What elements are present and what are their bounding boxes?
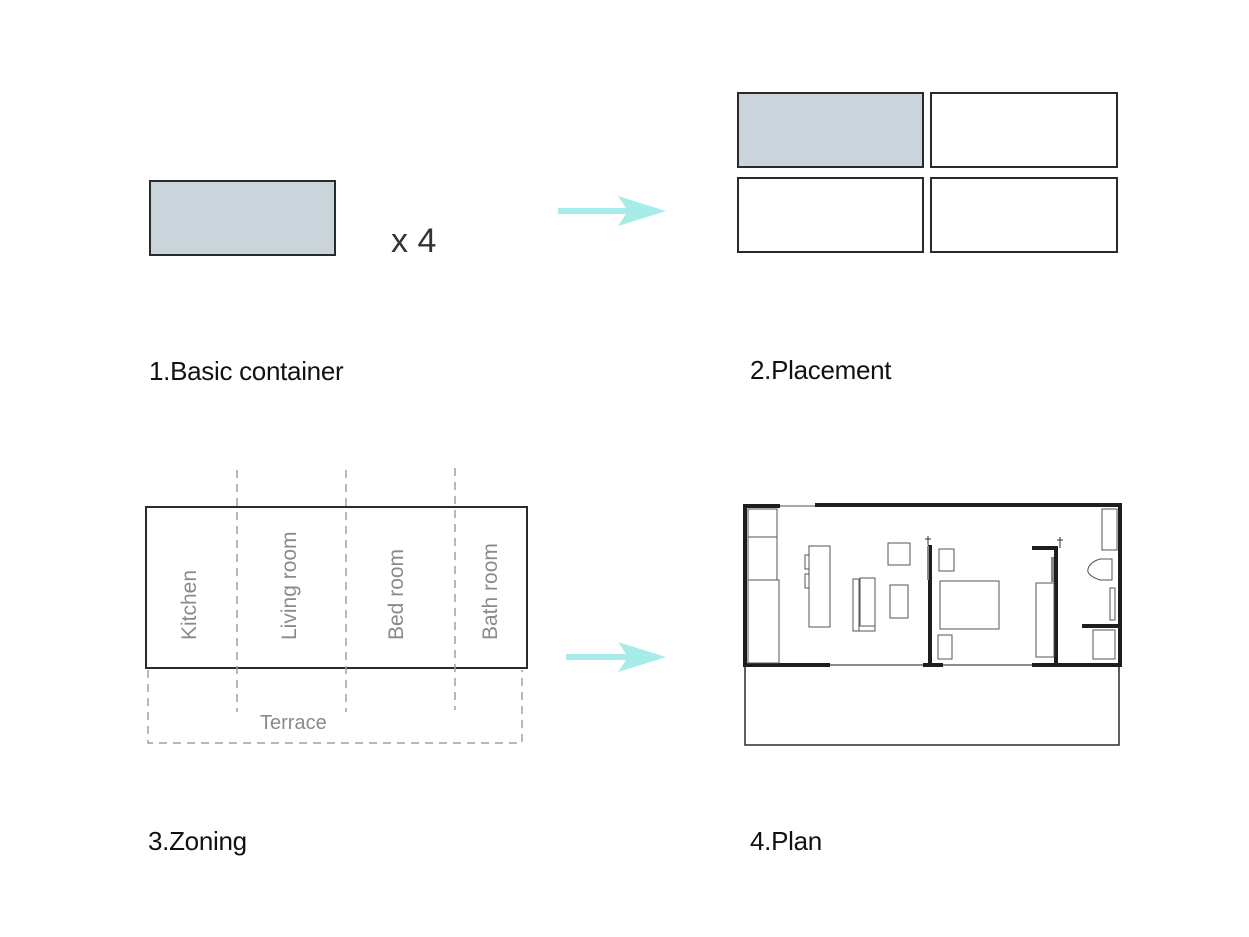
zone-label-bed-room: Bed room — [385, 549, 408, 640]
container-block-filled — [737, 92, 924, 168]
step-1-basic-container: x 4 — [149, 180, 436, 260]
zone-label-living-room: Living room — [278, 531, 301, 640]
step-4-floor-plan — [743, 503, 1122, 746]
terrace-outline — [147, 670, 523, 744]
zone-label-bath-room: Bath room — [479, 543, 502, 640]
step-1-caption: 1.Basic container — [149, 356, 344, 386]
zone-label-kitchen: Kitchen — [178, 570, 201, 640]
arrow-icon — [558, 196, 666, 226]
step-2-caption: 2.Placement — [750, 355, 892, 385]
container-block — [737, 177, 924, 253]
container-block — [149, 180, 336, 256]
container-block — [930, 92, 1118, 168]
container-outline — [145, 506, 528, 669]
terrace-label: Terrace — [260, 712, 327, 734]
step-3-zoning: Kitchen Living room Bed room Bath room T… — [145, 468, 528, 744]
step-4-caption: 4.Plan — [750, 826, 822, 856]
step-2-placement — [737, 92, 1118, 253]
container-block — [930, 177, 1118, 253]
terrace-area — [744, 664, 1120, 746]
step-3-caption: 3.Zoning — [148, 826, 247, 856]
arrow-icon — [566, 642, 666, 672]
multiplier-label: x 4 — [391, 222, 436, 260]
